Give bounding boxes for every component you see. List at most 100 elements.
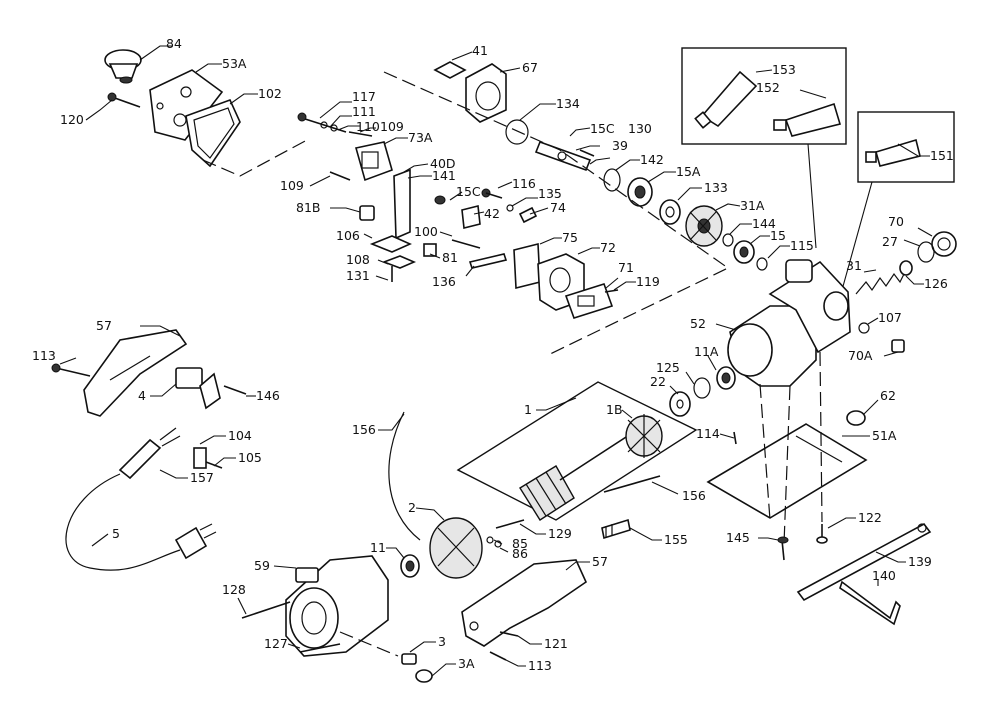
- label-151: 151: [930, 148, 954, 163]
- label-5: 5: [112, 526, 120, 541]
- label-1: 1: [524, 402, 532, 417]
- label-73A: 73A: [408, 130, 433, 145]
- label-133: 133: [704, 180, 728, 195]
- label-53A: 53A: [222, 56, 247, 71]
- label-57a: 57: [96, 318, 112, 333]
- label-41: 41: [472, 43, 488, 58]
- label-113a: 113: [32, 348, 56, 363]
- label-31A: 31A: [740, 198, 765, 213]
- part-67-bracket: [465, 63, 507, 123]
- part-144-washer: [722, 233, 734, 247]
- label-11: 11: [370, 540, 386, 555]
- label-107: 107: [878, 310, 902, 325]
- part-1B-fan: [625, 414, 663, 458]
- part-129-screw: [495, 519, 525, 529]
- label-52: 52: [690, 316, 706, 331]
- assembly-line-lower: [339, 631, 399, 657]
- label-114: 114: [696, 426, 720, 441]
- part-27-ring: [917, 241, 935, 263]
- part-125-ring: [693, 377, 711, 399]
- part-2-field-stator: [429, 517, 483, 579]
- part-104-105-clamp: [193, 447, 223, 469]
- part-52-housing: [727, 259, 851, 387]
- part-153-tube: [694, 70, 758, 129]
- part-15C-130-shaft: [534, 140, 592, 172]
- label-120: 120: [60, 112, 84, 127]
- label-75: 75: [562, 230, 578, 245]
- part-73A-block: [354, 141, 393, 182]
- label-139: 139: [908, 554, 932, 569]
- part-135-42-74: [461, 204, 538, 229]
- label-130: 130: [628, 121, 652, 136]
- part-40D-shaft: [393, 168, 411, 240]
- label-156a: 156: [352, 422, 376, 437]
- label-100: 100: [414, 224, 438, 239]
- part-155-brush: [601, 518, 631, 540]
- leader-153-box: [807, 143, 817, 249]
- label-110: 110: [356, 119, 380, 134]
- label-122: 122: [858, 510, 882, 525]
- label-70: 70: [888, 214, 904, 229]
- part-22-washer: [669, 391, 691, 417]
- part-3-brush-holder: [401, 653, 417, 665]
- label-141: 141: [432, 168, 456, 183]
- leader-lines: [59, 45, 933, 677]
- part-39-key: [579, 149, 595, 157]
- part-156-cable: [388, 411, 421, 541]
- label-135: 135: [538, 186, 562, 201]
- part-140-hex-key: [839, 580, 901, 626]
- label-125: 125: [656, 360, 680, 375]
- label-81B: 81B: [296, 200, 320, 215]
- label-131: 131: [346, 268, 370, 283]
- part-100-pin: [451, 239, 481, 249]
- label-42: 42: [484, 206, 500, 221]
- part-5-cord: [65, 473, 217, 571]
- label-145: 145: [726, 530, 750, 545]
- label-153: 153: [772, 62, 796, 77]
- label-106: 106: [336, 228, 360, 243]
- assembly-line-base-3: [819, 351, 823, 523]
- part-113-screw-a: [51, 363, 91, 377]
- label-119: 119: [636, 274, 660, 289]
- label-102: 102: [258, 86, 282, 101]
- part-75-plate: [513, 242, 541, 290]
- part-labels: 84 53A 102 120 41 67 134 117 111 110 109…: [32, 36, 954, 673]
- label-40D: 40D: [430, 156, 456, 171]
- part-107-ring: [858, 322, 870, 334]
- label-156b: 156: [682, 488, 706, 503]
- part-121-screw: [499, 631, 519, 637]
- part-81-nut: [423, 243, 437, 257]
- label-15: 15: [770, 228, 786, 243]
- label-59: 59: [254, 558, 270, 573]
- part-151-tube: [865, 138, 921, 167]
- part-115-washer: [756, 257, 768, 271]
- label-27: 27: [882, 234, 898, 249]
- label-4: 4: [138, 388, 146, 403]
- part-70A-cap: [891, 339, 905, 353]
- part-84-knob: [104, 49, 142, 84]
- part-11A-bearing: [716, 366, 736, 390]
- part-41: [433, 61, 467, 79]
- label-121: 121: [544, 636, 568, 651]
- label-115: 115: [790, 238, 814, 253]
- label-144: 144: [752, 216, 776, 231]
- label-111: 111: [352, 104, 376, 119]
- part-142-ring: [603, 168, 621, 192]
- part-145-screw: [777, 536, 789, 561]
- part-1-armature: [519, 427, 641, 521]
- part-139-wrench: [796, 522, 932, 602]
- part-116-screw: [481, 188, 503, 199]
- label-2: 2: [408, 500, 416, 515]
- part-109-pin-a: [348, 131, 373, 137]
- part-57-handle-bottom: [461, 559, 588, 647]
- label-136: 136: [432, 274, 456, 289]
- part-136-bar: [468, 253, 508, 269]
- part-15A-bearing: [627, 177, 653, 207]
- label-62: 62: [880, 388, 896, 403]
- part-31A-gear: [685, 205, 723, 247]
- part-146-screw: [223, 385, 247, 395]
- label-11A: 11A: [694, 344, 719, 359]
- label-108: 108: [346, 252, 370, 267]
- part-156-insulation-strip: [603, 475, 661, 493]
